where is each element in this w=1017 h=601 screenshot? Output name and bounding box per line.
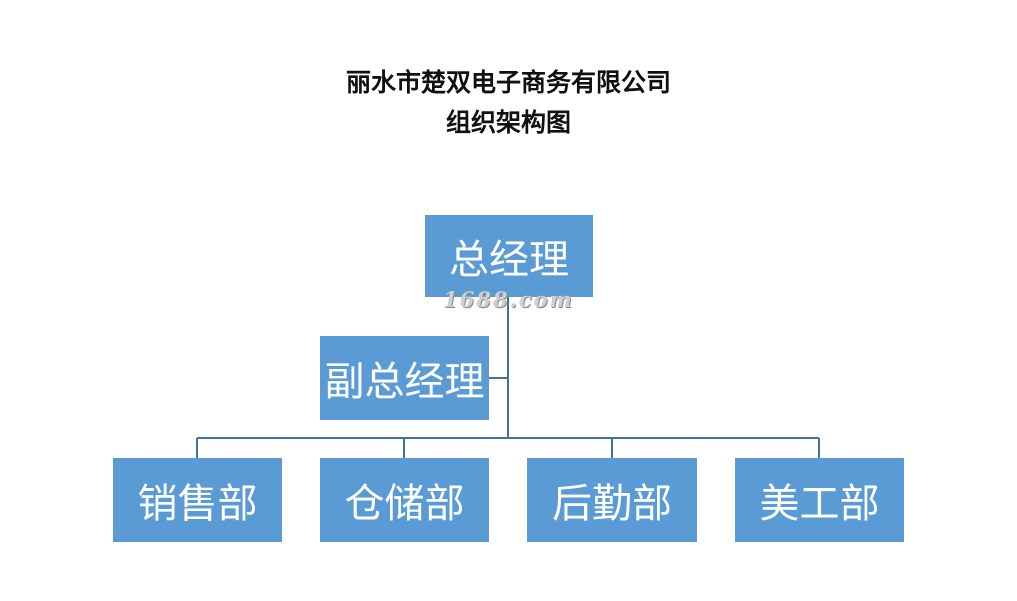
chart-title-subtitle: 组织架构图 [445, 108, 571, 137]
node-general-manager: 总经理 [425, 215, 593, 297]
node-storage-department: 仓储部 [320, 458, 489, 542]
node-design-department: 美工部 [735, 458, 904, 542]
node-deputy-general-manager: 副总经理 [320, 336, 489, 420]
node-logistics-department: 后勤部 [527, 458, 697, 542]
chart-title-company: 丽水市楚双电子商务有限公司 [345, 68, 671, 97]
watermark-logo: 1688.com [443, 287, 574, 312]
node-sales-department: 销售部 [113, 458, 282, 542]
